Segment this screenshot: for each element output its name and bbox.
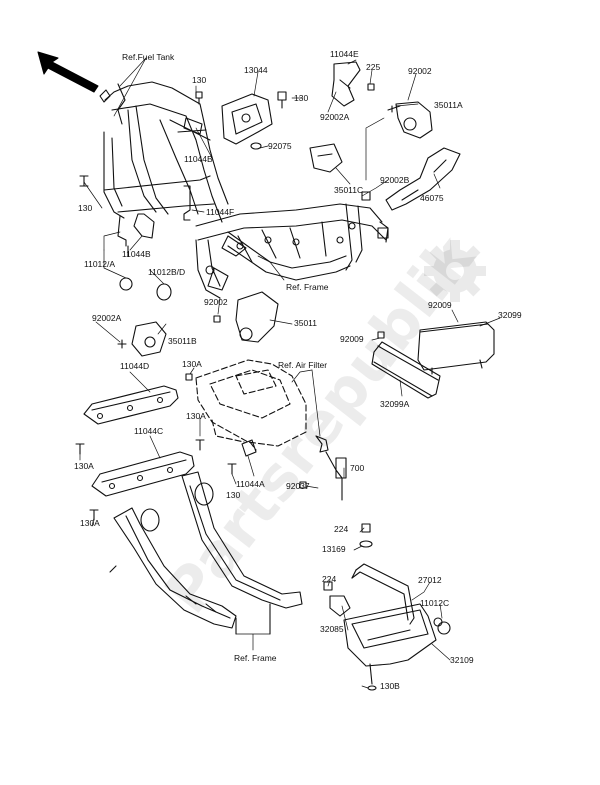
- watermark-gear-icon: [424, 240, 486, 302]
- rear-frame: [109, 471, 303, 635]
- label-part-130A: 130A: [74, 461, 94, 471]
- bar-11044D: [75, 373, 193, 455]
- label-part-92002: 92002: [408, 66, 432, 76]
- strap-27012: [351, 563, 451, 635]
- label-part-130: 130: [78, 203, 93, 213]
- label-part-92037: 92037: [286, 481, 310, 491]
- label-part-92002: 92002: [204, 297, 228, 307]
- label-ref-frame: Ref. Frame: [234, 653, 277, 663]
- label-part-130: 130: [294, 93, 309, 103]
- label-part-11044D: 11044D: [120, 361, 150, 371]
- bar-11044C: [89, 451, 195, 521]
- label-part-92075: 92075: [268, 141, 292, 151]
- label-part-35011B: 35011B: [168, 336, 197, 346]
- label-ref-air-filter: Ref. Air Filter: [278, 360, 328, 370]
- label-part-130B: 130B: [380, 681, 400, 691]
- label-part-130A: 130A: [80, 518, 100, 528]
- label-ref-frame: Ref. Frame: [286, 282, 329, 292]
- bracket-35011A: [387, 101, 433, 139]
- label-part-11012BD: 11012B/D: [148, 267, 186, 277]
- label-part-32099: 32099: [498, 310, 522, 320]
- bracket-35011: [213, 291, 279, 343]
- label-part-46075: 46075: [420, 193, 444, 203]
- bracket-35011B: [117, 321, 167, 357]
- label-part-92002B: 92002B: [380, 175, 410, 185]
- label-part-11044F: 11044F: [206, 207, 235, 217]
- label-part-11012C: 11012C: [420, 598, 450, 608]
- label-part-224: 224: [322, 574, 337, 584]
- label-part-130A: 130A: [186, 411, 206, 421]
- label-part-92002A: 92002A: [320, 112, 350, 122]
- leader-lines: [79, 57, 501, 689]
- label-part-130: 130: [226, 490, 241, 500]
- label-part-11044E: 11044E: [330, 49, 359, 59]
- label-ref-fuel-tank: Ref.Fuel Tank: [122, 52, 175, 62]
- front-arrow-icon: [37, 51, 99, 93]
- label-part-32109: 32109: [450, 655, 474, 665]
- label-part-11044B: 11044B: [184, 154, 213, 164]
- bracket-11044A: [195, 439, 257, 475]
- label-part-32099A: 32099A: [380, 399, 410, 409]
- label-part-130A: 130A: [182, 359, 202, 369]
- label-part-35011C: 35011C: [334, 185, 364, 195]
- label-part-92002A: 92002A: [92, 313, 122, 323]
- handle-46075: [385, 147, 461, 211]
- label-part-225: 225: [366, 62, 381, 72]
- cover-32099A: [371, 331, 441, 399]
- label-part-13044: 13044: [244, 65, 268, 75]
- label-part-11044A: 11044A: [236, 479, 265, 489]
- label-part-27012: 27012: [418, 575, 442, 585]
- label-part-700: 700: [350, 463, 365, 473]
- label-part-92009: 92009: [340, 334, 364, 344]
- label-part-11012A: 11012/A: [84, 259, 116, 269]
- label-part-32085: 32085: [320, 624, 344, 634]
- label-part-224: 224: [334, 524, 349, 534]
- air-filter-box: [195, 359, 307, 451]
- label-part-13169: 13169: [322, 544, 346, 554]
- label-part-11044B: 11044B: [122, 249, 151, 259]
- bracket-11044E: [331, 61, 375, 107]
- label-part-92009: 92009: [428, 300, 452, 310]
- label-part-11044C: 11044C: [134, 426, 164, 436]
- bracket-35011C: [309, 143, 371, 201]
- label-part-35011: 35011: [294, 318, 318, 328]
- bracket-13044: [221, 91, 287, 150]
- main-frame: [99, 81, 389, 299]
- label-part-130: 130: [192, 75, 207, 85]
- label-part-35011A: 35011A: [434, 100, 463, 110]
- pipe-700: [299, 435, 347, 501]
